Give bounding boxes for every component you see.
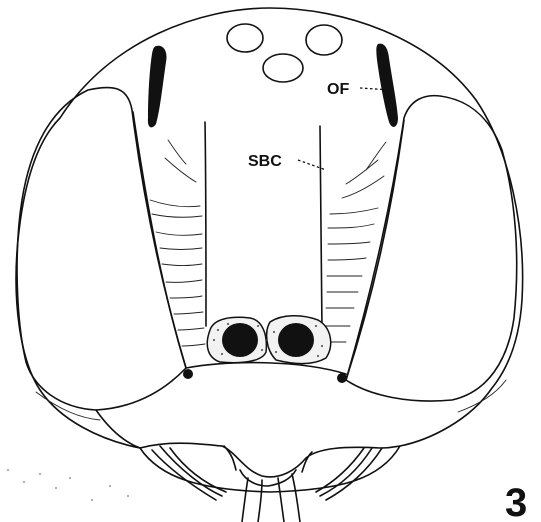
ocellus-right (306, 25, 342, 55)
head-capsule-outline (16, 8, 523, 492)
antennal-sockets (207, 316, 330, 364)
antennal-socket-right (278, 323, 314, 357)
left-striations (150, 140, 205, 346)
antennal-socket-left (222, 323, 258, 357)
left-eye-inner-rim (36, 392, 100, 420)
figure-number: 3 (505, 481, 527, 522)
tentorial-pit-right (337, 373, 347, 383)
tentorial-pit-left (183, 369, 193, 379)
ocular-furrow-right (376, 44, 398, 127)
ocellus-median (263, 54, 303, 82)
frons-right-margin (320, 126, 322, 330)
leader-sbc (298, 160, 326, 170)
frons-left-margin (205, 122, 206, 326)
label-sbc: SBC (248, 153, 282, 170)
clypeus-upper-margin (186, 363, 346, 374)
right-compound-eye (346, 96, 517, 401)
mouthparts (152, 446, 382, 522)
label-of: OF (327, 81, 349, 98)
paraocular-right (346, 120, 404, 380)
ocular-furrow-left (148, 46, 167, 128)
speckles (7, 469, 129, 501)
right-striations (325, 142, 386, 342)
left-compound-eye (17, 87, 186, 410)
ocellus-left (227, 24, 263, 52)
